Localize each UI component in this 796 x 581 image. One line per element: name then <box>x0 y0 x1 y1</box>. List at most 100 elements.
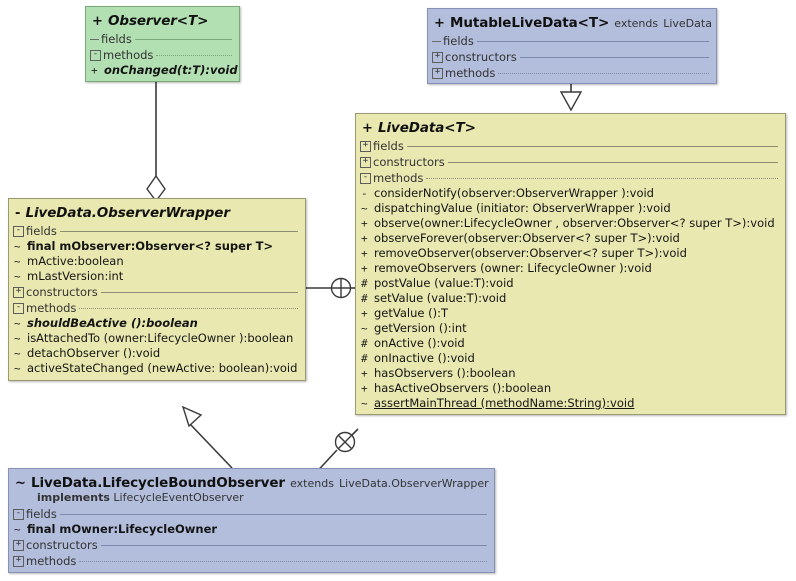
collapse-toggle-icon[interactable]: - <box>13 302 24 314</box>
member-signature: removeObservers (owner: LifecycleOwner )… <box>374 261 652 275</box>
visibility-marker: - <box>15 206 21 221</box>
member-row: + observe(owner:LifecycleOwner , observer… <box>356 216 785 231</box>
section-methods-lifecycleboundobserver[interactable]: + methods <box>9 553 494 572</box>
section-rule <box>79 307 298 309</box>
class-header-mutablelivedata: + MutableLiveData<T> extends LiveData <box>428 9 716 33</box>
extends-target: LiveData <box>663 17 712 30</box>
member-row: ~ dispatchingValue (initiator: ObserverWr… <box>356 201 785 216</box>
class-box-livedata[interactable]: + LiveData<T> + fields + constructors - … <box>355 113 786 415</box>
section-fields-observer[interactable]: fields <box>86 31 239 47</box>
member-visibility: + <box>361 247 368 260</box>
section-methods-observerwrapper[interactable]: - methods <box>9 300 305 316</box>
member-signature: hasObservers ():boolean <box>374 366 516 380</box>
edge-lifecycleboundobserver-observerwrapper <box>181 405 233 469</box>
section-rule <box>447 161 778 163</box>
section-fields-observerwrapper[interactable]: - fields <box>9 223 305 239</box>
class-box-observerwrapper[interactable]: - LiveData.ObserverWrapper - fields ~fin… <box>8 198 306 381</box>
member-visibility: # <box>361 337 368 350</box>
member-signature: removeObserver(observer:Observer<? super… <box>374 246 687 260</box>
section-constructors-livedata[interactable]: + constructors <box>356 154 785 170</box>
class-header-lifecycleboundobserver: ~ LiveData.LifecycleBoundObserver extend… <box>9 469 494 491</box>
collapse-toggle-icon[interactable]: - <box>90 49 101 61</box>
member-row: ~final mObserver:Observer<? super T> <box>9 239 305 254</box>
member-visibility: ~ <box>14 270 21 283</box>
member-visibility: # <box>361 352 368 365</box>
member-row: ~assertMainThread (methodName:String):vo… <box>356 396 785 414</box>
member-signature: observe(owner:LifecycleOwner , observer:… <box>374 216 775 230</box>
member-signature: hasActiveObservers ():boolean <box>374 381 552 395</box>
section-fields-livedata[interactable]: + fields <box>356 138 785 154</box>
expand-toggle-icon[interactable] <box>432 37 441 46</box>
section-label: fields <box>26 507 57 521</box>
member-signature: assertMainThread (methodName:String):voi… <box>374 396 635 410</box>
visibility-marker: + <box>362 121 373 136</box>
class-box-mutablelivedata[interactable]: + MutableLiveData<T> extends LiveData fi… <box>427 8 717 84</box>
class-box-lifecycleboundobserver[interactable]: ~ LiveData.LifecycleBoundObserver extend… <box>8 468 495 573</box>
expand-toggle-icon[interactable]: + <box>432 51 443 63</box>
member-row: + removeObserver(observer:Observer<? supe… <box>356 246 785 261</box>
section-rule <box>134 38 232 40</box>
member-visibility: ~ <box>361 202 368 215</box>
member-visibility: + <box>361 217 368 230</box>
member-signature: final mObserver:Observer<? super T> <box>27 239 274 253</box>
member-row: # onInactive ():void <box>356 351 785 366</box>
class-name: LiveData<T> <box>378 120 476 136</box>
member-signature: onInactive ():void <box>374 351 475 365</box>
collapse-toggle-icon[interactable]: - <box>13 508 24 520</box>
class-header-observerwrapper: - LiveData.ObserverWrapper <box>9 199 305 223</box>
expand-toggle-icon[interactable]: + <box>360 156 371 168</box>
expand-toggle-icon[interactable]: + <box>13 539 24 551</box>
visibility-marker: + <box>92 14 103 29</box>
extends-keyword: extends <box>614 17 659 30</box>
section-label: fields <box>26 224 57 238</box>
section-label: methods <box>373 171 424 185</box>
expand-toggle-icon[interactable]: + <box>432 67 443 79</box>
member-visibility: + <box>361 262 368 275</box>
section-methods-mutablelivedata[interactable]: + methods <box>428 65 716 83</box>
section-rule <box>100 544 487 546</box>
expand-toggle-icon[interactable]: + <box>13 555 24 567</box>
class-box-observer[interactable]: + Observer<T> fields - methods + onChang… <box>85 6 240 82</box>
member-signature: postValue (value:T):void <box>374 276 514 290</box>
member-signature: dispatchingValue (initiator: ObserverWra… <box>374 201 671 215</box>
member-row: ~getVersion ():int <box>356 321 785 336</box>
class-name: Observer<T> <box>108 13 209 29</box>
section-rule <box>59 230 298 232</box>
section-label: fields <box>101 32 132 46</box>
member-signature: isAttachedTo (owner:LifecycleOwner ):boo… <box>27 331 294 345</box>
member-visibility: - <box>361 187 368 200</box>
member-visibility: ~ <box>361 322 368 335</box>
section-rule <box>426 177 778 179</box>
section-rule <box>156 54 232 56</box>
member-signature: setValue (value:T):void <box>374 291 507 305</box>
section-constructors-observerwrapper[interactable]: + constructors <box>9 284 305 300</box>
section-fields-lifecycleboundobserver[interactable]: - fields <box>9 506 494 522</box>
section-rule <box>100 291 298 293</box>
collapse-toggle-icon[interactable]: - <box>360 172 371 184</box>
section-constructors-mutablelivedata[interactable]: + constructors <box>428 49 716 65</box>
member-row: + removeObservers (owner: LifecycleOwner … <box>356 261 785 276</box>
class-name: LiveData.LifecycleBoundObserver <box>31 475 285 491</box>
collapse-toggle-icon[interactable]: - <box>13 225 24 237</box>
member-signature: observeForever(observer:Observer<? super… <box>374 231 680 245</box>
member-signature: considerNotify(observer:ObserverWrapper … <box>374 186 654 200</box>
section-methods-livedata[interactable]: - methods <box>356 170 785 186</box>
member-row: ~final mOwner:LifecycleOwner <box>9 522 494 537</box>
member-visibility: # <box>361 277 368 290</box>
member-row: ~detachObserver ():void <box>9 346 305 361</box>
section-fields-mutablelivedata[interactable]: fields <box>428 33 716 49</box>
expand-toggle-icon[interactable]: + <box>360 140 371 152</box>
member-visibility: + <box>91 64 98 77</box>
section-label: methods <box>26 554 77 568</box>
extends-target: LiveData.ObserverWrapper <box>339 477 489 490</box>
section-label: constructors <box>26 285 98 299</box>
section-constructors-lifecycleboundobserver[interactable]: + constructors <box>9 537 494 553</box>
section-methods-observer[interactable]: - methods <box>86 47 239 63</box>
expand-toggle-icon[interactable]: + <box>13 286 24 298</box>
member-visibility: ~ <box>14 347 21 360</box>
member-row: ~mActive:boolean <box>9 254 305 269</box>
member-row: ~isAttachedTo (owner:LifecycleOwner ):bo… <box>9 331 305 346</box>
member-row: ~shouldBeActive ():boolean <box>9 316 305 331</box>
section-label: methods <box>445 66 496 80</box>
expand-toggle-icon[interactable] <box>90 35 99 44</box>
